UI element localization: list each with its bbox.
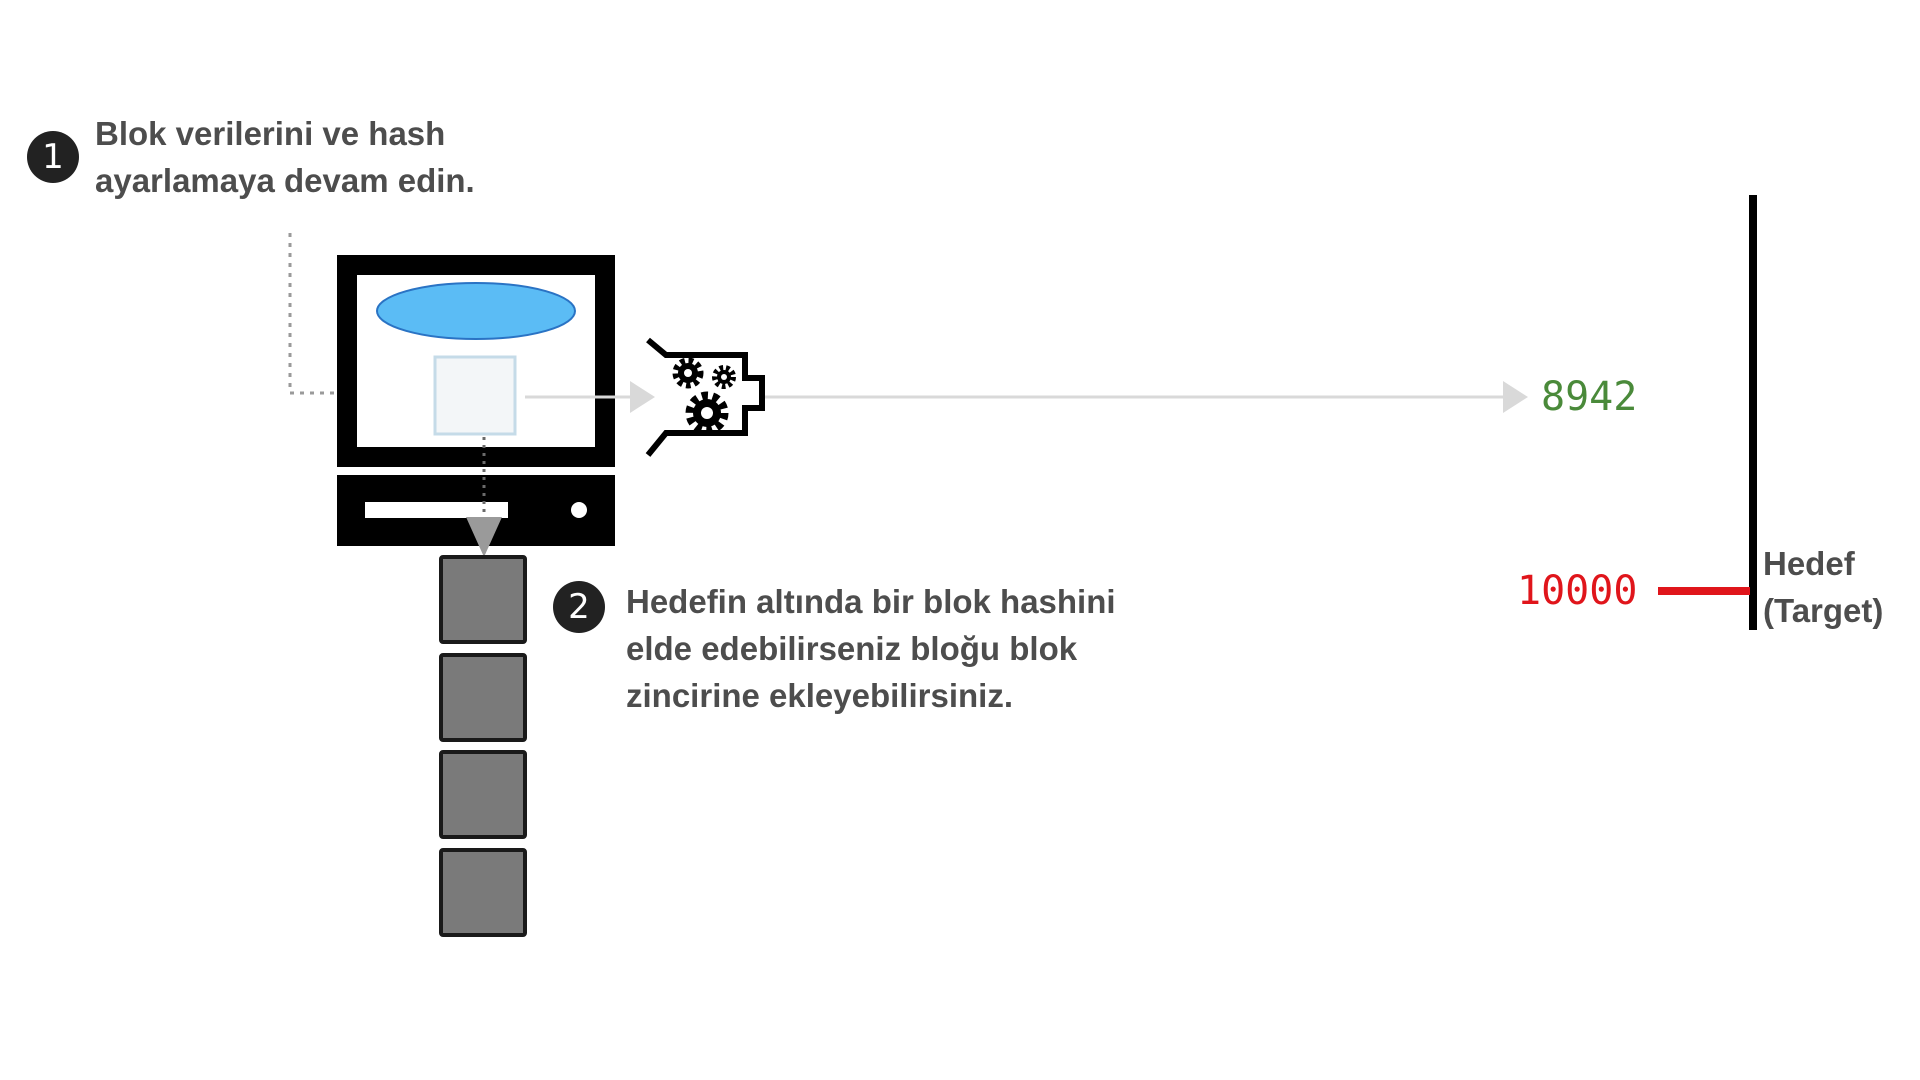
gear-small (712, 365, 736, 389)
chain-block (439, 750, 527, 839)
step1-text: Blok verilerini ve hash ayarlamaya devam… (95, 110, 475, 204)
target-label: Hedef (Target) (1763, 540, 1883, 634)
step2-text: Hedefin altında bir blok hashini elde ed… (626, 578, 1116, 719)
step2-badge: 2 (553, 581, 605, 633)
target-label-line: (Target) (1763, 592, 1884, 629)
chain-block (439, 653, 527, 742)
hash-output-arrow (525, 381, 1528, 413)
step1-line: ayarlamaya devam edin. (95, 162, 475, 199)
block-chain-icon (439, 555, 527, 937)
chain-arrowhead (466, 517, 502, 557)
gear-medium (672, 357, 704, 389)
target-scale (1658, 195, 1757, 630)
chain-connector (466, 437, 502, 557)
step2-line: elde edebilirseniz bloğu blok (626, 630, 1078, 667)
gear-large (685, 391, 729, 435)
step2-line: zincirine ekleyebilirsiniz. (626, 677, 1013, 714)
block-header-ellipse (376, 282, 576, 340)
target-label-line: Hedef (1763, 545, 1855, 582)
block-data-square (433, 355, 517, 436)
hash-value: 8942 (1541, 374, 1638, 420)
step1-line: Blok verilerini ve hash (95, 115, 446, 152)
chain-block (439, 555, 527, 644)
chain-block (439, 848, 527, 937)
computer-icon (337, 255, 615, 546)
gears-icon (645, 337, 765, 457)
step1-badge: 1 (27, 131, 79, 183)
target-value: 10000 (1517, 568, 1638, 614)
step2-line: Hedefin altında bir blok hashini (626, 583, 1116, 620)
